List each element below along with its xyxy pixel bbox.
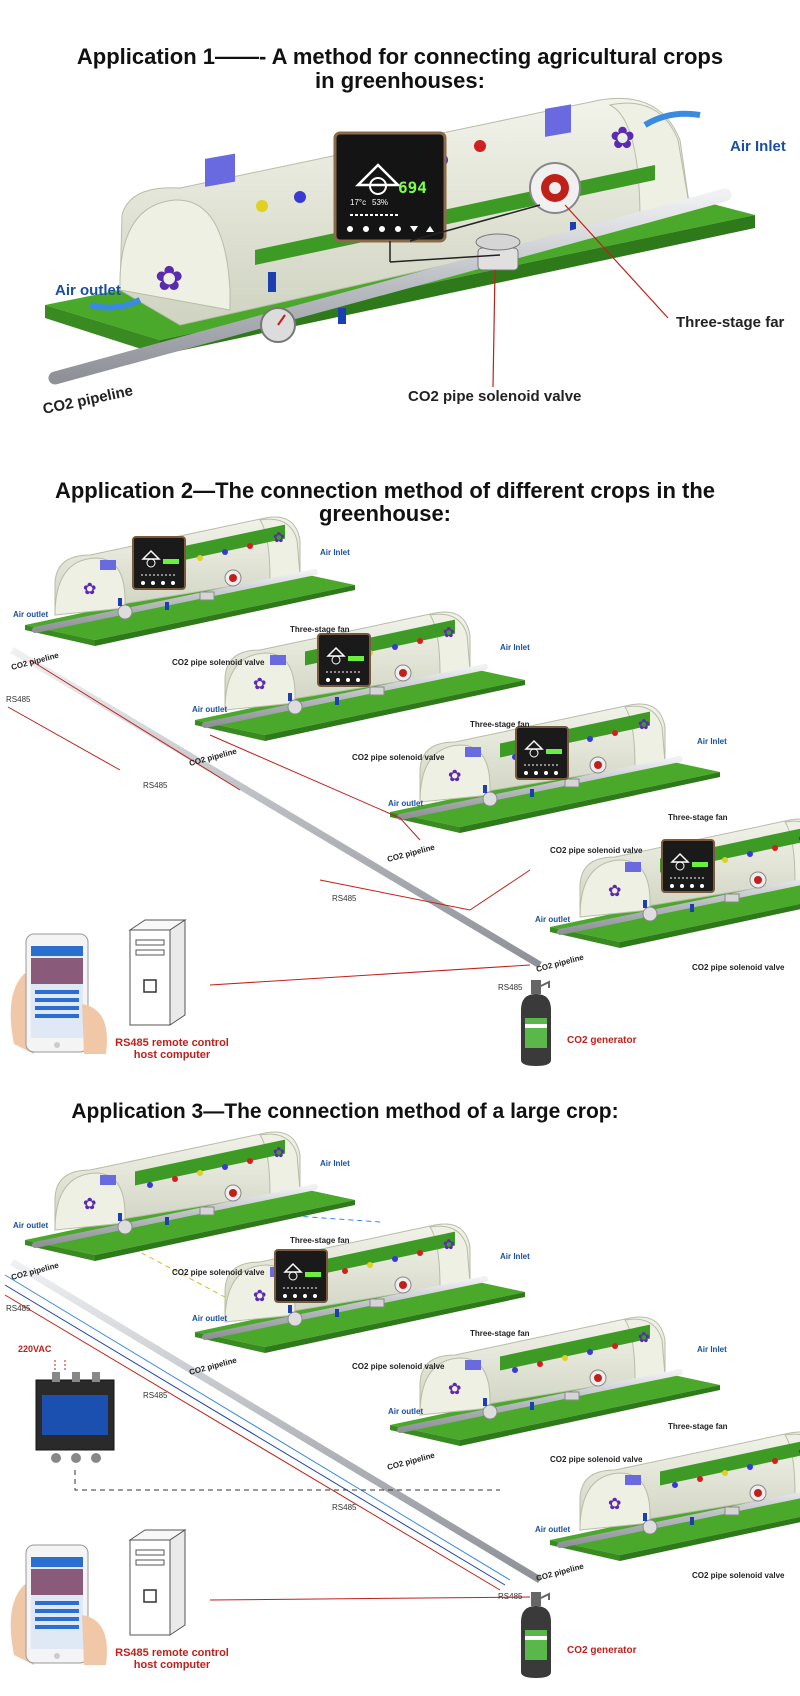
- co2-generator-label-3: CO2 generator: [567, 1645, 637, 1656]
- a2-valve-label: CO2 pipe solenoid valve: [352, 753, 445, 762]
- host-computer-icon: [129, 919, 186, 1026]
- a2-fan-label: Three-stage fan: [470, 720, 530, 729]
- b4-air-outlet: Air outlet: [535, 1525, 570, 1534]
- b2-air-outlet: Air outlet: [192, 1314, 227, 1323]
- remote-label-line2: host computer: [134, 1049, 211, 1061]
- b3-air-outlet: Air outlet: [388, 1407, 423, 1416]
- label-co2-pipeline: CO2 pipeline: [41, 382, 134, 418]
- section-1: Application 1——- A method for connecting…: [41, 44, 786, 418]
- b1-fan-label: Three-stage fan: [290, 1236, 350, 1245]
- b4-pipeline-label: CO2 pipeline: [535, 1561, 585, 1582]
- a4-valve-label: CO2 pipe solenoid valve: [692, 963, 785, 972]
- rs485-label-b1: RS485: [6, 1304, 31, 1313]
- a3-pipeline-label: CO2 pipeline: [386, 842, 436, 863]
- b2-valve-label: CO2 pipe solenoid valve: [352, 1362, 445, 1371]
- a4-air-outlet: Air outlet: [535, 915, 570, 924]
- greenhouse-a4: [550, 819, 800, 948]
- remote-label-line1: RS485 remote control: [115, 1037, 229, 1049]
- co2-generator-icon-3: [520, 1591, 552, 1679]
- b2-pipeline-label: CO2 pipeline: [188, 1355, 238, 1376]
- rs485-label-b4: RS485: [498, 1592, 523, 1601]
- main-pipeline: [10, 646, 542, 969]
- remote-label-3-line2: host computer: [134, 1659, 211, 1671]
- rs485-label-b3: RS485: [332, 1503, 357, 1512]
- rs485-label-3: RS485: [332, 894, 357, 903]
- outlet-fan-icon: ✿: [155, 260, 184, 298]
- a3-fan-label: Three-stage fan: [668, 813, 728, 822]
- a3-air-inlet: Air Inlet: [697, 737, 727, 746]
- section-2-title-line1: Application 2—The connection method of d…: [55, 478, 715, 503]
- co2-generator-label: CO2 generator: [567, 1035, 637, 1046]
- three-stage-fan-icon: [529, 162, 581, 214]
- section-1-title-line2: in greenhouses:: [315, 68, 485, 93]
- inlet-arrow-icon: [643, 110, 701, 128]
- b1-air-outlet: Air outlet: [13, 1221, 48, 1230]
- a4-pipeline-label: CO2 pipeline: [535, 952, 585, 973]
- rs485-label-2: RS485: [143, 781, 168, 790]
- a1-air-outlet: Air outlet: [13, 610, 48, 619]
- b2-fan-label: Three-stage fan: [470, 1329, 530, 1338]
- a1-valve-label: CO2 pipe solenoid valve: [172, 658, 265, 667]
- b1-air-inlet: Air Inlet: [320, 1159, 350, 1168]
- a2-air-outlet: Air outlet: [192, 705, 227, 714]
- b3-valve-label: CO2 pipe solenoid valve: [550, 1455, 643, 1464]
- controller-display-large: 694 17°c 53%: [333, 131, 541, 263]
- b3-air-inlet: Air Inlet: [697, 1345, 727, 1354]
- a3-air-outlet: Air outlet: [388, 799, 423, 808]
- temp-readout: 17°c: [350, 198, 366, 207]
- section-3-title: Application 3—The connection method of a…: [71, 1100, 618, 1123]
- section-1-title-line1: Application 1——- A method for connecting…: [77, 44, 723, 69]
- co2-readout: 694: [398, 178, 427, 197]
- rs485-label-b2: RS485: [143, 1391, 168, 1400]
- a1-fan-label: Three-stage fan: [290, 625, 350, 634]
- inlet-fan-icon: ✿: [610, 122, 635, 155]
- b3-pipeline-label: CO2 pipeline: [386, 1450, 436, 1471]
- phone-icon: [10, 933, 108, 1055]
- section-3: Application 3—The connection method of a…: [4, 1100, 800, 1679]
- section-2-title-line2: greenhouse:: [319, 501, 451, 526]
- humidity-readout: 53%: [372, 198, 388, 207]
- outlet-arrow-icon: [89, 297, 142, 311]
- co2-pipe-main: [48, 188, 732, 385]
- label-air-inlet: Air Inlet: [730, 138, 786, 155]
- rs485-label-1: RS485: [6, 695, 31, 704]
- phone-icon-3: [10, 1544, 108, 1666]
- greenhouse-b4: [550, 1432, 800, 1561]
- a2-air-inlet: Air Inlet: [500, 643, 530, 652]
- co2-generator-icon: [520, 979, 552, 1067]
- main-pipeline-3: [10, 1259, 542, 1583]
- label-co2-valve: CO2 pipe solenoid valve: [408, 388, 581, 405]
- a1-air-inlet: Air Inlet: [320, 548, 350, 557]
- label-three-stage-fan: Three-stage far: [676, 314, 785, 331]
- section-2: Application 2—The connection method of d…: [6, 478, 800, 1067]
- solenoid-valve-icon: [475, 233, 521, 271]
- contactor-icon: [35, 1360, 115, 1463]
- remote-label-3-line1: RS485 remote control: [115, 1647, 229, 1659]
- label-air-outlet: Air outlet: [55, 282, 121, 299]
- a2-pipeline-label: CO2 pipeline: [188, 746, 238, 767]
- b2-air-inlet: Air Inlet: [500, 1252, 530, 1261]
- b4-valve-label: CO2 pipe solenoid valve: [692, 1571, 785, 1580]
- vac-label: 220VAC: [18, 1344, 52, 1354]
- rs485-label-4: RS485: [498, 983, 523, 992]
- host-computer-icon-3: [129, 1529, 186, 1636]
- b1-valve-label: CO2 pipe solenoid valve: [172, 1268, 265, 1277]
- b3-fan-label: Three-stage fan: [668, 1422, 728, 1431]
- a3-valve-label: CO2 pipe solenoid valve: [550, 846, 643, 855]
